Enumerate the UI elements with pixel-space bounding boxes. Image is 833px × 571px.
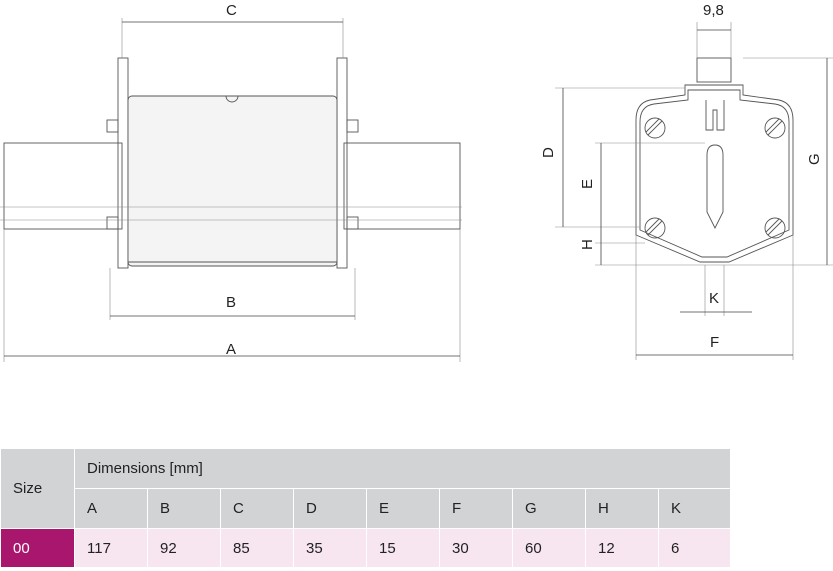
dim-label-a: A (226, 341, 236, 358)
size-value: 00 (0, 528, 75, 568)
dim-label-b: B (226, 294, 236, 311)
striker-tab (696, 57, 732, 83)
fuse-dimension-drawing: C B A 9,8 D E H G K F (0, 2, 833, 362)
column-header-c: C (220, 488, 294, 529)
value-a: 117 (74, 528, 148, 568)
column-header-a: A (74, 488, 148, 529)
fuse-side-view (3, 57, 461, 269)
value-k: 6 (658, 528, 731, 568)
column-header-e: E (366, 488, 440, 529)
column-header-d: D (293, 488, 367, 529)
value-d: 35 (293, 528, 367, 568)
dim-label-c: C (226, 2, 237, 19)
dim-label-tab-width: 9,8 (703, 2, 724, 19)
value-f: 30 (439, 528, 513, 568)
column-header-f: F (439, 488, 513, 529)
fuse-front-view (635, 57, 794, 263)
right-blade-contact (343, 142, 461, 230)
dim-label-g: G (806, 153, 823, 165)
dim-label-k: K (709, 290, 719, 307)
column-header-h: H (585, 488, 659, 529)
front-plate-outline (635, 84, 794, 263)
value-b: 92 (147, 528, 221, 568)
column-header-k: K (658, 488, 731, 529)
fuse-ceramic-body (127, 95, 338, 267)
dim-label-d: D (540, 147, 557, 158)
column-header-b: B (147, 488, 221, 529)
right-end-plate (336, 57, 348, 269)
left-end-plate (117, 57, 129, 269)
value-h: 12 (585, 528, 659, 568)
mounting-screws (644, 117, 786, 239)
dimensions-header: Dimensions [mm] (74, 448, 731, 489)
size-header: Size (0, 448, 75, 529)
dim-label-f: F (710, 334, 719, 351)
column-header-g: G (512, 488, 586, 529)
value-c: 85 (220, 528, 294, 568)
table-row: 00 117 92 85 35 15 30 60 12 6 (0, 528, 731, 568)
indicator-window (706, 144, 724, 230)
left-blade-contact (3, 142, 123, 230)
value-g: 60 (512, 528, 586, 568)
dim-label-h: H (579, 239, 596, 250)
dim-label-e: E (579, 179, 596, 189)
value-e: 15 (366, 528, 440, 568)
dimensions-table: Size Dimensions [mm] A B C D E F G H K 0… (0, 448, 731, 568)
